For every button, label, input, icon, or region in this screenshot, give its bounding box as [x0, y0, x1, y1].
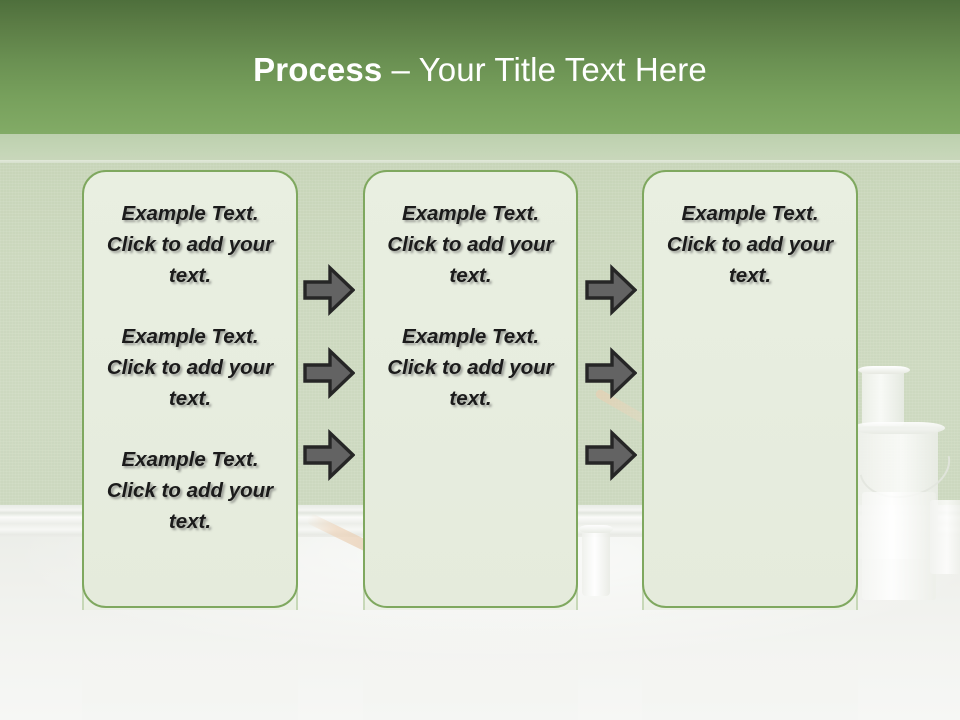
box-reflection-fade [363, 610, 578, 720]
arrow-right-icon[interactable] [303, 264, 355, 316]
process-box-1-paragraph-2[interactable]: Example Text. Click to add your text. [106, 325, 274, 410]
paint-can-large-lip [852, 422, 945, 434]
paint-can-medium-lip [858, 366, 910, 374]
process-box-2-paragraph-1[interactable]: Example Text. Click to add your text. [387, 202, 554, 287]
wall-upper-band [0, 134, 960, 161]
process-box-3-paragraph-1[interactable]: Example Text. Click to add your text. [666, 202, 834, 287]
page-title-rest: – Your Title Text Here [382, 51, 707, 88]
title-banner [0, 0, 960, 134]
process-box-2[interactable]: Example Text. Click to add your text. Ex… [363, 170, 578, 608]
box-reflection-fade [82, 610, 298, 720]
arrow-right-icon[interactable] [585, 264, 637, 316]
paint-can-floor-lip [579, 525, 613, 533]
box-reflection-fade [642, 610, 858, 720]
process-box-1-paragraph-3[interactable]: Example Text. Click to add your text. [106, 448, 274, 533]
process-box-1[interactable]: Example Text. Click to add your text. Ex… [82, 170, 298, 608]
wall-hairline [0, 160, 960, 163]
arrow-right-icon[interactable] [585, 429, 637, 481]
process-box-2-paragraph-2[interactable]: Example Text. Click to add your text. [387, 325, 554, 410]
process-box-3[interactable]: Example Text. Click to add your text. [642, 170, 858, 608]
page-title: Process – Your Title Text Here [0, 50, 960, 90]
arrow-right-icon[interactable] [303, 429, 355, 481]
arrow-right-icon[interactable] [585, 347, 637, 399]
arrow-right-icon[interactable] [303, 347, 355, 399]
paint-can-front [862, 492, 936, 600]
page-title-strong: Process [253, 51, 383, 88]
paint-can-floor [582, 528, 610, 596]
paint-can-small [930, 500, 960, 574]
paint-can-medium [862, 370, 904, 426]
process-box-1-paragraph-1[interactable]: Example Text. Click to add your text. [106, 202, 274, 287]
